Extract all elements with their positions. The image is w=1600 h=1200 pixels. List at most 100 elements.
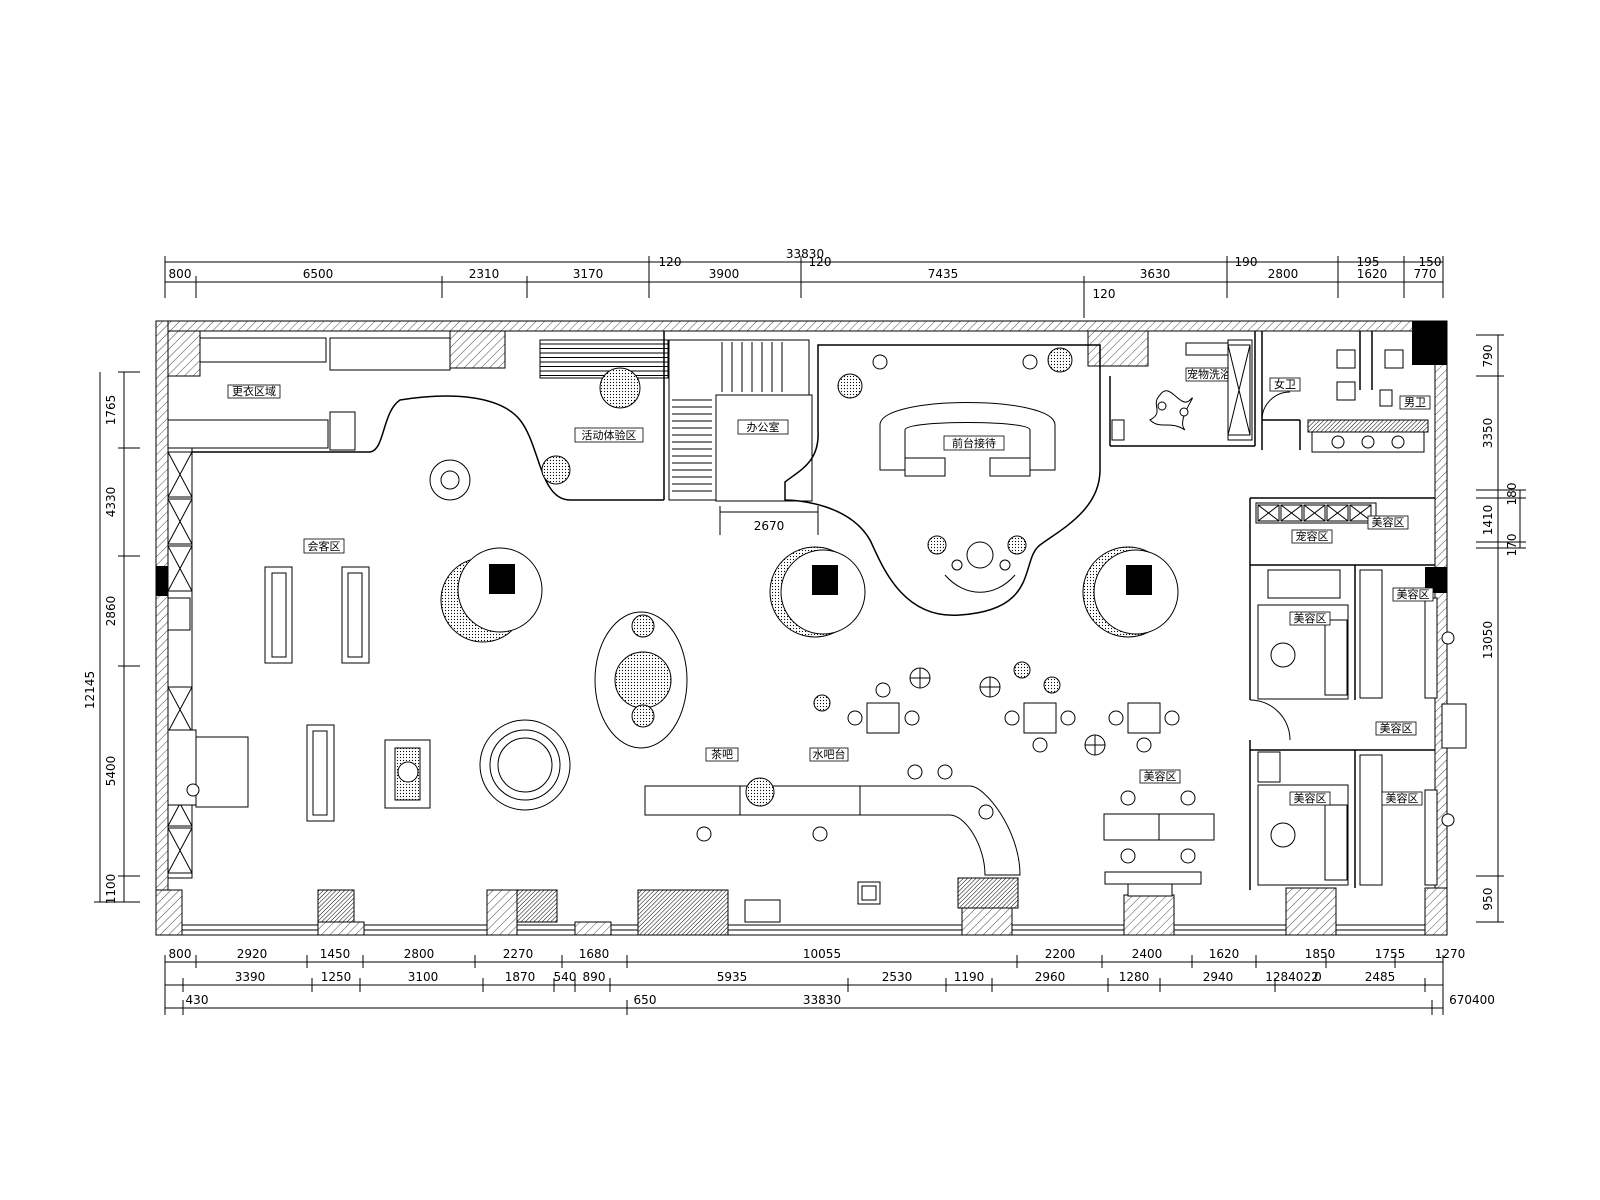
top-dimensions: 33830 800 6500 2310 3170 3900 7435 3630 … — [164, 247, 1444, 318]
dim-top-4: 3900 — [709, 267, 740, 281]
dim-bot2-3: 1870 — [505, 970, 536, 984]
dim-bot1-1: 2920 — [237, 947, 268, 961]
reception-area: 前台接待 — [784, 344, 1101, 616]
staircase: 办公室 2670 — [668, 339, 819, 535]
label-grooming-3: 美容区 — [1380, 721, 1413, 735]
label-beauty-top: 美容区 — [1372, 515, 1405, 529]
dim-top-small-1: 120 — [809, 255, 832, 269]
dim-left-4: 1100 — [104, 874, 118, 905]
label-water: 水吧台 — [813, 747, 846, 761]
dim-top-0: 800 — [169, 267, 192, 281]
activity-area: 活动体验区 — [429, 367, 644, 501]
grooming-table-area: 美容区 — [1103, 769, 1215, 897]
dim-bot1-0: 800 — [169, 947, 192, 961]
dim-bot1-2: 1450 — [320, 947, 351, 961]
outer-walls — [155, 320, 1448, 936]
dim-left-5: 12145 — [83, 671, 97, 709]
dim-bot3-0: 430 — [186, 993, 209, 1007]
label-dressing: 更衣区域 — [232, 384, 276, 398]
cafe-tables — [813, 661, 1180, 756]
label-female: 女卫 — [1274, 377, 1296, 391]
dim-right-5: 13050 — [1481, 621, 1495, 659]
left-dimensions: 1765 4330 2860 5400 1100 12145 — [83, 371, 140, 905]
dressing-area: 更衣区域 — [227, 384, 281, 399]
label-tea: 茶吧 — [711, 748, 733, 761]
label-grooming-4: 美容区 — [1294, 791, 1327, 805]
cabinet-cross — [1303, 504, 1326, 522]
top-storage — [539, 339, 669, 379]
dim-bot1-12: 1270 — [1435, 947, 1466, 961]
dim-top-small-3: 190 — [1235, 255, 1258, 269]
dim-bot2-14: 2485 — [1365, 970, 1396, 984]
dim-bot3-3: 670400 — [1449, 993, 1495, 1007]
dim-top-1: 6500 — [303, 267, 334, 281]
label-activity: 活动体验区 — [582, 428, 637, 442]
dim-bot2-9: 2960 — [1035, 970, 1066, 984]
dim-top-6: 3630 — [1140, 267, 1171, 281]
dim-bot3-2: 33830 — [803, 993, 841, 1007]
dim-bot2-10: 1280 — [1119, 970, 1150, 984]
dim-top-small-0: 120 — [659, 255, 682, 269]
bar-counter: 茶吧 水吧台 — [644, 747, 1021, 876]
right-dimensions: 790 3350 180 1410 170 13050 950 — [1476, 334, 1526, 923]
label-grooming-5: 美容区 — [1386, 791, 1419, 805]
restrooms: 女卫 男卫 — [1261, 331, 1431, 453]
dim-bot2-6: 5935 — [717, 970, 748, 984]
stair-steps — [672, 342, 783, 492]
dim-right-2: 180 — [1505, 483, 1519, 506]
dim-top-small-5: 150 — [1419, 255, 1442, 269]
label-pet-wash: 宠物洗浴 — [1187, 367, 1231, 381]
display-rounds — [440, 546, 1179, 811]
bottom-wall-segments — [155, 877, 1448, 936]
cabinet-cross — [167, 451, 193, 498]
dim-right-1: 3350 — [1481, 418, 1495, 449]
label-beauty-center: 美容区 — [1144, 769, 1177, 783]
sofa-area: 会客区 — [264, 538, 431, 822]
dim-bot2-4: 540 — [554, 970, 577, 984]
dim-bot2-0: 3390 — [235, 970, 266, 984]
dim-top-2: 2310 — [469, 267, 500, 281]
dim-bot2-8: 1190 — [954, 970, 985, 984]
bottom-dimensions: 800 2920 1450 2800 2270 1680 10055 2200 … — [164, 947, 1495, 1015]
dim-bot1-7: 2200 — [1045, 947, 1076, 961]
left-cabinets — [167, 337, 451, 879]
dim-right-0: 790 — [1481, 345, 1495, 368]
dim-top-5: 7435 — [928, 267, 959, 281]
dim-left-2: 2860 — [104, 596, 118, 627]
cabinet-cross — [1280, 504, 1303, 522]
dim-top-8: 1620 — [1357, 267, 1388, 281]
dim-bot1-3: 2800 — [404, 947, 435, 961]
dim-top-total: 33830 — [786, 247, 824, 261]
cabinet-cross — [167, 827, 193, 874]
dim-top-7: 2800 — [1268, 267, 1299, 281]
dim-inner: 2670 — [754, 519, 785, 533]
dim-bot2-11: 2940 — [1203, 970, 1234, 984]
cabinet-cross — [167, 686, 193, 733]
dim-right-3: 1410 — [1481, 505, 1495, 536]
dim-right-4: 170 — [1505, 534, 1519, 557]
cabinet-cross — [1326, 504, 1349, 522]
dim-bot1-6: 10055 — [803, 947, 841, 961]
dim-top-small-2: 120 — [1093, 287, 1116, 301]
label-reception: 前台接待 — [952, 436, 996, 450]
dim-bot1-10: 1850 — [1305, 947, 1336, 961]
dim-top-small-4: 195 — [1357, 255, 1380, 269]
cabinet-cross — [1349, 504, 1372, 522]
dim-left-3: 5400 — [104, 756, 118, 787]
top-stripes — [540, 343, 668, 376]
dim-bot1-5: 1680 — [579, 947, 610, 961]
label-office: 办公室 — [747, 420, 780, 434]
dim-bot1-11: 1755 — [1375, 947, 1406, 961]
dim-right-6: 950 — [1481, 888, 1495, 911]
dim-left-0: 1765 — [104, 395, 118, 426]
dim-bot2-2: 3100 — [408, 970, 439, 984]
dim-bot2-12: 1284022 — [1265, 970, 1318, 984]
label-male: 男卫 — [1404, 396, 1426, 409]
grooming-rooms: 宠容区 美容区 美容区 美容区 美容区 美容区 美容区 — [1227, 344, 1467, 890]
dim-left-1: 4330 — [104, 487, 118, 518]
cabinet-cross — [167, 545, 193, 592]
label-beauty-waiting: 宠容区 — [1296, 529, 1329, 543]
dim-bot1-8: 2400 — [1132, 947, 1163, 961]
dim-top-9: 770 — [1414, 267, 1437, 281]
